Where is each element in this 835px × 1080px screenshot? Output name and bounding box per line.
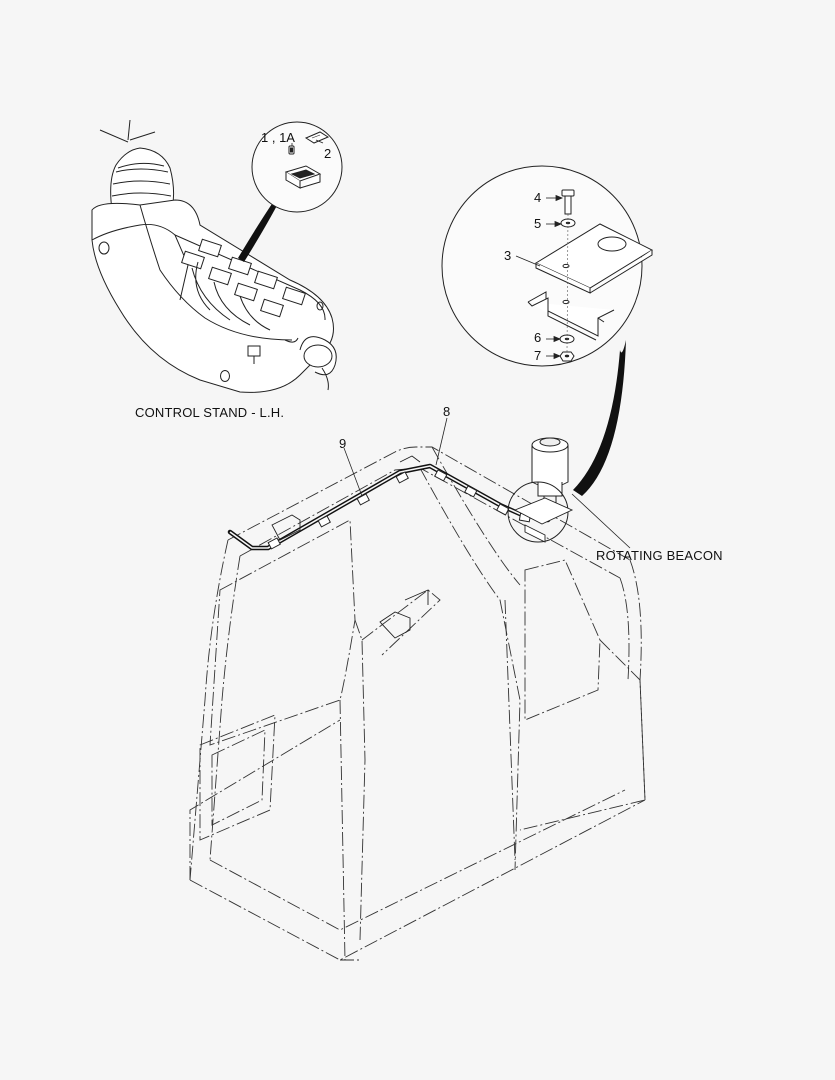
- rotating-beacon-lamp: [531, 437, 569, 505]
- switch-detail-circle: [251, 121, 343, 213]
- callout-2: 2: [324, 146, 332, 161]
- beacon-base-bracket: [513, 497, 574, 543]
- callout-8: 8: [443, 404, 451, 419]
- cab-leaders: [343, 417, 448, 497]
- switch-label-2: [304, 131, 330, 144]
- callout-3: 3: [504, 248, 512, 263]
- callout-5: 5: [534, 216, 542, 231]
- control-stand: [91, 119, 337, 393]
- rotating-beacon-caption: ROTATING BEACON: [596, 548, 723, 563]
- beacon-detail-connector: [573, 340, 626, 496]
- switch-part-1a: [288, 145, 295, 155]
- beacon-mount-axis: [566, 213, 569, 353]
- switch-part-1: [284, 165, 322, 189]
- plate-3: [534, 223, 654, 294]
- roof-brackets: [271, 455, 429, 639]
- exploded-leaders: [515, 194, 564, 360]
- callout-1-1a: 1 , 1A: [261, 130, 295, 145]
- control-stand-caption: CONTROL STAND - L.H.: [135, 405, 285, 420]
- switch-detail-connector: [238, 192, 284, 262]
- switch-leaders: [291, 139, 324, 146]
- bracket-beacon-mount: [527, 291, 615, 341]
- callout-4: 4: [534, 190, 542, 205]
- beacon-leader: [571, 493, 631, 549]
- callout-7: 7: [534, 348, 542, 363]
- callout-9: 9: [339, 436, 347, 451]
- callout-6: 6: [534, 330, 542, 345]
- nut-7: [559, 351, 575, 362]
